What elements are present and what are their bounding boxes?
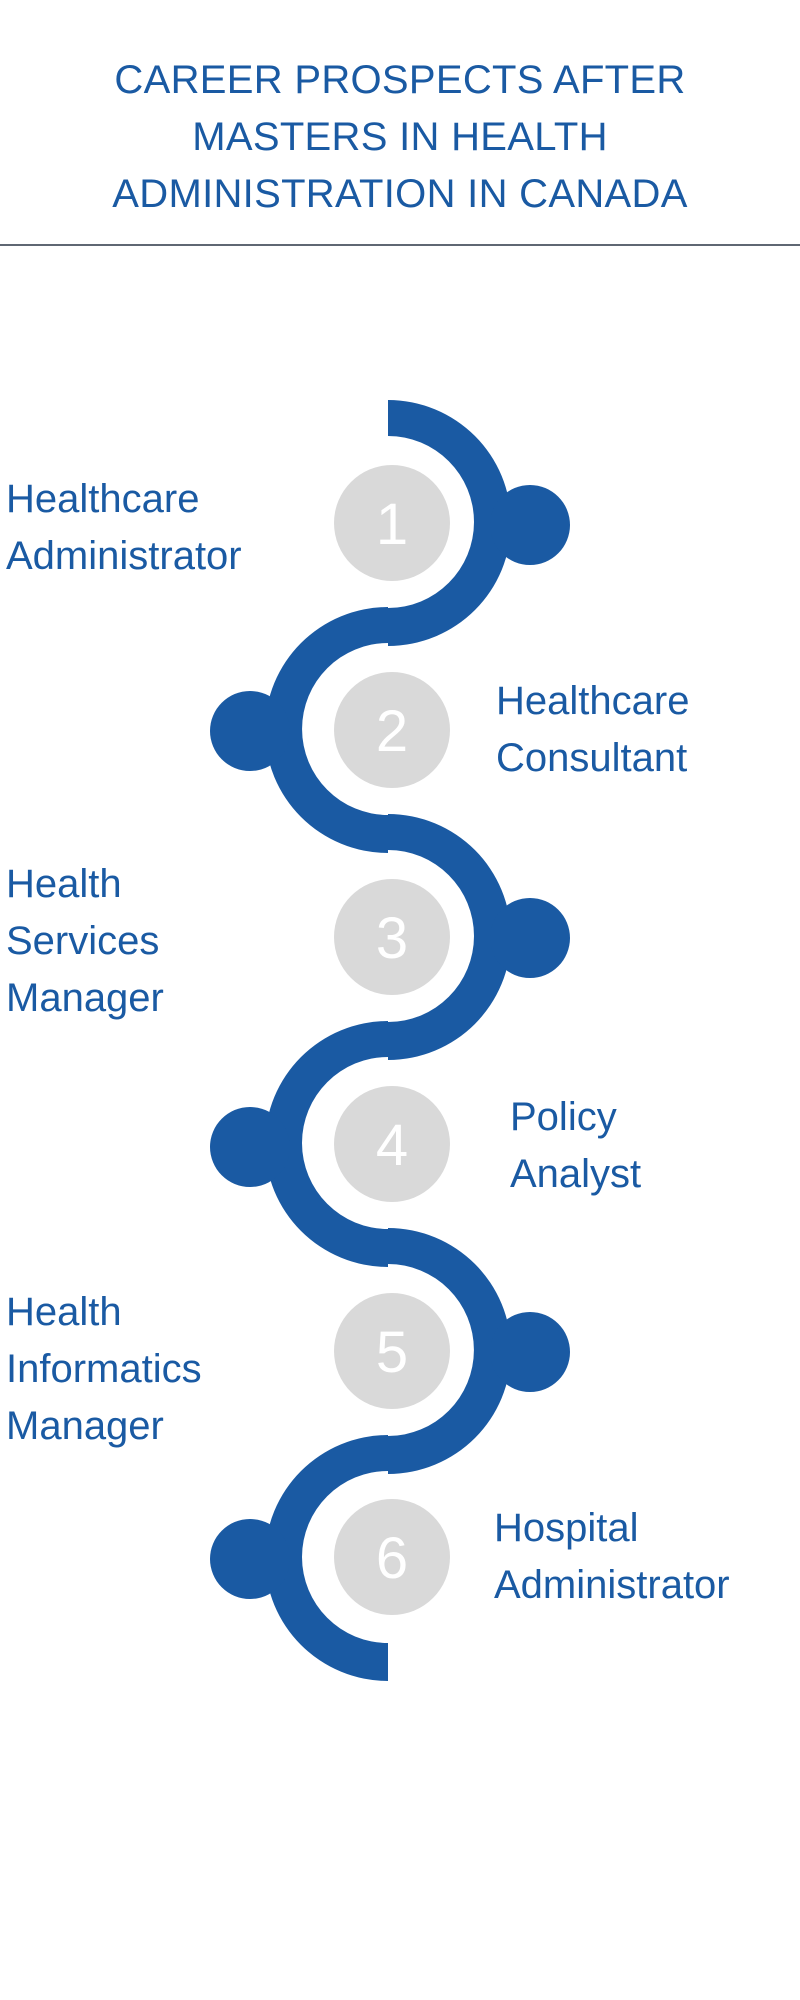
step-number: 1: [376, 492, 408, 557]
step-number-circle: [334, 1499, 450, 1615]
step-number: 4: [376, 1113, 408, 1178]
step-number-circle: [334, 879, 450, 995]
career-label-5: Health Informatics Manager: [6, 1290, 202, 1448]
page-title: CAREER PROSPECTS AFTER MASTERS IN HEALTH…: [112, 58, 688, 216]
step-number: 5: [376, 1320, 408, 1385]
step-number: 2: [376, 699, 408, 764]
step-4: 4: [334, 1086, 450, 1202]
path-dot-1: [490, 485, 570, 565]
career-label-3: Health Services Manager: [6, 862, 164, 1020]
path-arc-1: [388, 400, 511, 646]
career-label-1: Healthcare Administrator: [6, 477, 242, 578]
career-label-2: Healthcare Consultant: [496, 679, 690, 780]
path-arc-3: [388, 814, 511, 1060]
step-3: 3: [334, 879, 450, 995]
path-dot-5: [490, 1312, 570, 1392]
step-number: 6: [376, 1526, 408, 1591]
header: CAREER PROSPECTS AFTER MASTERS IN HEALTH…: [0, 0, 800, 246]
step-number-circle: [334, 1293, 450, 1409]
path-arc-5: [388, 1228, 511, 1474]
step-2: 2: [334, 672, 450, 788]
path-dot-4: [210, 1107, 290, 1187]
step-number-circle: [334, 465, 450, 581]
path-dot-3: [490, 898, 570, 978]
serpentine-path: [210, 400, 570, 1681]
path-arc-2: [265, 607, 388, 853]
step-1: 1: [334, 465, 450, 581]
path-arc-4: [265, 1021, 388, 1267]
step-number-circle: [334, 1086, 450, 1202]
path-dot-2: [210, 691, 290, 771]
header-divider: [0, 244, 800, 246]
path-arc-6: [265, 1435, 388, 1681]
career-label-6: Hospital Administrator: [494, 1506, 730, 1607]
step-6: 6: [334, 1499, 450, 1615]
career-label-4: Policy Analyst: [510, 1095, 642, 1196]
step-number-circle: [334, 672, 450, 788]
path-dot-6: [210, 1519, 290, 1599]
step-5: 5: [334, 1293, 450, 1409]
step-number: 3: [376, 906, 408, 971]
